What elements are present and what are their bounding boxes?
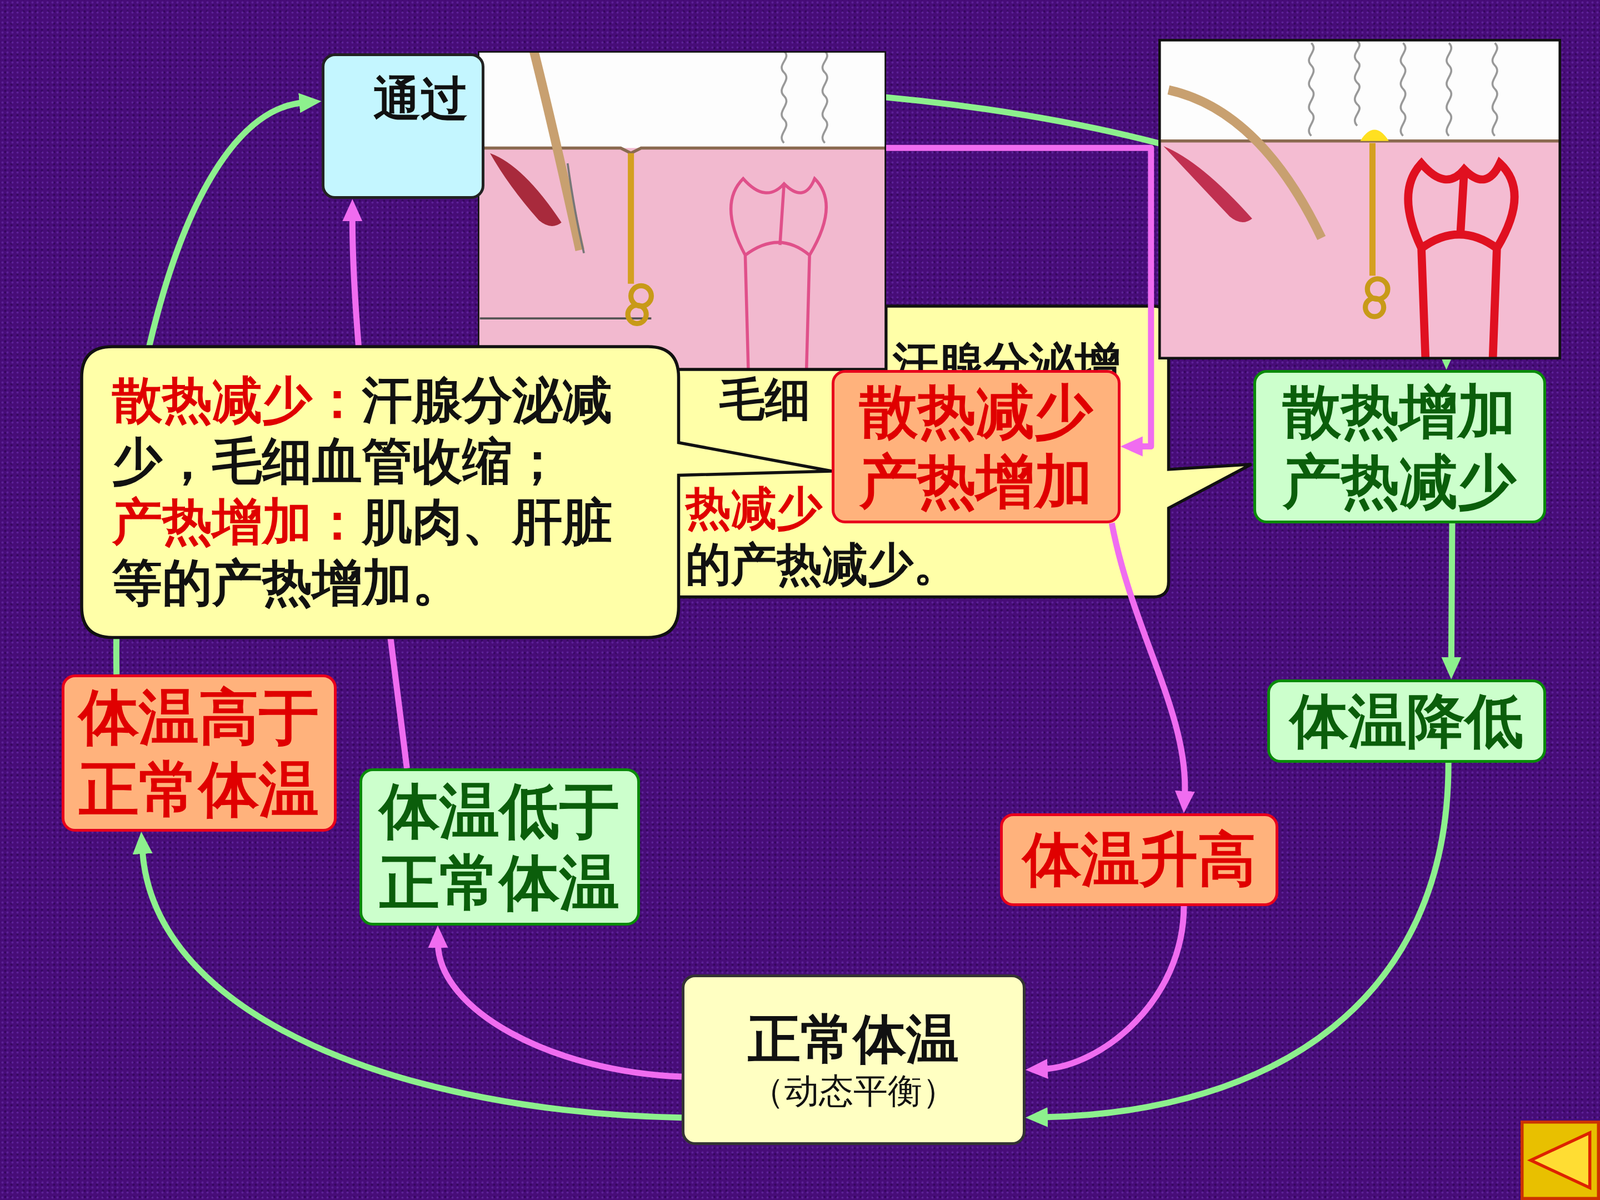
node-label: 体温降低 (1290, 686, 1524, 757)
skin-cold-illustration (477, 51, 887, 370)
connector-arrow (1043, 762, 1449, 1118)
callout-fragment: 毛细 (719, 375, 811, 424)
node-label: 散热减少 (859, 376, 1093, 447)
node-label: （动态平衡） (750, 1070, 957, 1112)
connector-arrow (1043, 906, 1184, 1069)
callout: 散热减少：汗腺分泌减少，毛细血管收缩；产热增加：肌肉、肝脏等的产热增加。 (81, 346, 832, 638)
connector-arrow (352, 216, 407, 769)
node-label: 正常体温 (747, 1007, 959, 1071)
connector-arrow (142, 849, 682, 1118)
callout-paragraph: 散热减少：汗腺分泌减少，毛细血管收缩； (112, 369, 629, 492)
connector-arrow (1111, 523, 1185, 796)
back-button (1520, 1120, 1600, 1200)
node-label: 体温低于 正常体温 (376, 775, 623, 919)
process-box: 散热减少产热增加 (831, 370, 1121, 524)
process-box: 体温高于 正常体温 (61, 674, 337, 832)
process-box: 体温低于 正常体温 (359, 768, 640, 926)
node-label: 散热增加 (1282, 376, 1517, 447)
node-label: 产热减少 (1282, 446, 1517, 517)
connector-arrow (437, 943, 682, 1077)
node-label: 通过 (373, 70, 468, 128)
callout-outline (81, 346, 832, 638)
connector-arrow (1451, 523, 1453, 662)
callout-fragment: 的产热减少。 (685, 540, 959, 589)
process-box: 正常体温（动态平衡） (681, 974, 1026, 1145)
callout-fragment: 热减少 (685, 484, 823, 533)
process-box: 散热增加产热减少 (1253, 370, 1547, 524)
process-box: 通过 (321, 53, 485, 200)
node-label: 产热增加 (859, 446, 1093, 517)
process-box: 体温降低 (1267, 679, 1546, 763)
node-label: 体温升高 (1022, 824, 1257, 895)
connector-arrow (116, 102, 304, 675)
skin-hot-illustration (1158, 38, 1562, 360)
callout-paragraph: 产热增加：肌肉、肝脏等的产热增加。 (112, 491, 629, 614)
process-box: 体温升高 (1000, 813, 1279, 907)
callout-heading: 散热减少： (112, 370, 363, 429)
callout-text: 散热减少：汗腺分泌减少，毛细血管收缩；产热增加：肌肉、肝脏等的产热增加。 (112, 369, 629, 614)
callout-heading: 产热增加： (112, 492, 363, 551)
node-label: 体温高于 正常体温 (76, 681, 323, 825)
